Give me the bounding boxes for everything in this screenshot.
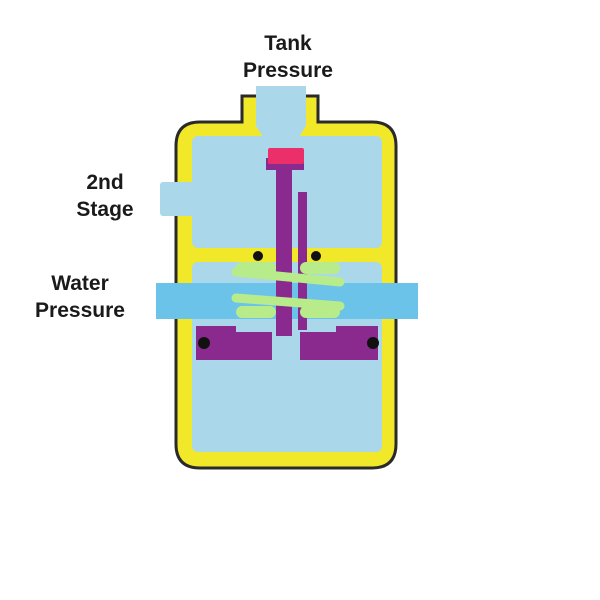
water-pressure-label-line1: Water <box>51 272 109 295</box>
valve-stem <box>266 158 304 336</box>
spring-coil <box>300 262 340 274</box>
tank-pressure-label: Tank Pressure <box>218 30 358 84</box>
second-stage-label-line1: 2nd <box>86 171 124 194</box>
tank-inlet-channel <box>256 86 306 148</box>
tank-pressure-label-line2: Pressure <box>243 59 333 82</box>
second-stage-outlet <box>160 182 196 216</box>
tank-pressure-label-line1: Tank <box>264 32 312 55</box>
stem-tip <box>298 192 307 330</box>
water-pressure-label: Water Pressure <box>10 270 150 324</box>
spring-coil <box>231 267 345 287</box>
spring-coil <box>231 293 345 311</box>
o-ring <box>311 251 321 261</box>
valve-seal <box>268 148 304 164</box>
piston-right <box>300 326 378 360</box>
spring <box>231 262 345 318</box>
spring-coil <box>236 306 276 318</box>
water-pressure-label-line2: Pressure <box>35 299 125 322</box>
piston-left <box>196 326 272 360</box>
o-ring <box>367 337 379 349</box>
second-stage-label-line2: Stage <box>76 198 134 221</box>
o-ring <box>198 337 210 349</box>
o-ring <box>253 251 263 261</box>
second-stage-label: 2nd Stage <box>50 169 160 223</box>
